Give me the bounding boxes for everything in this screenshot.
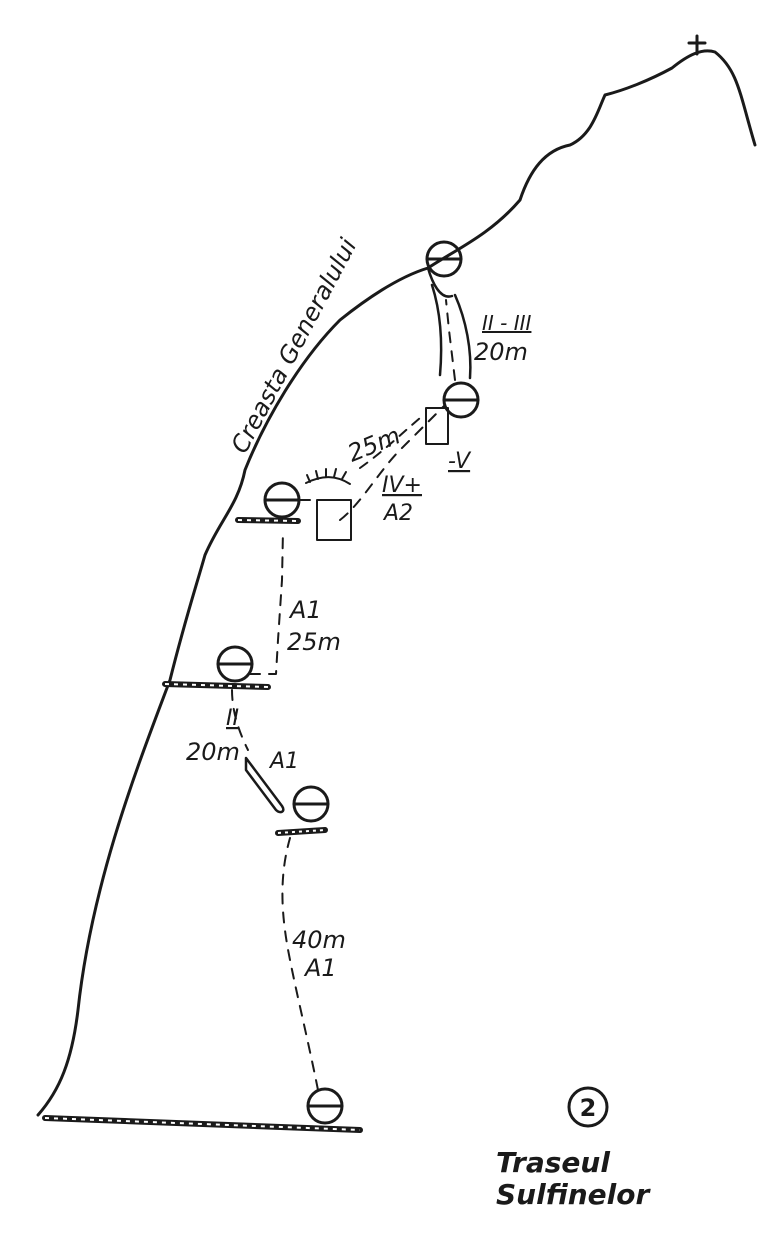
route-name-line-2: Sulfinelor bbox=[496, 1178, 651, 1211]
pitch-2-length: 20m bbox=[186, 738, 240, 766]
pitch-2-grade-free: II bbox=[226, 706, 239, 731]
belay-station-icon bbox=[263, 481, 301, 519]
route-pitch-4 bbox=[299, 404, 446, 521]
route-pitch-2 bbox=[231, 689, 249, 751]
cross-icon bbox=[687, 34, 707, 56]
route-pitch-4-traverse bbox=[359, 417, 421, 469]
pitch-5-length: 20m bbox=[474, 338, 528, 366]
route-name-line-1: Traseul bbox=[496, 1146, 610, 1179]
pitch-1-grade: A1 bbox=[303, 954, 337, 982]
pitch-3-length: 25m bbox=[287, 628, 341, 656]
pitch-1-length: 40m bbox=[292, 926, 346, 954]
gully-wall-right bbox=[453, 293, 472, 380]
pitch-4-grade-aid: A2 bbox=[382, 501, 413, 526]
belay-station-icon bbox=[306, 1087, 344, 1125]
roof-feature bbox=[305, 468, 351, 485]
pitch-2-grade-aid: A1 bbox=[268, 749, 299, 774]
route-number: 2 bbox=[580, 1094, 597, 1122]
ledge-3 bbox=[275, 827, 328, 836]
ledge-base bbox=[42, 1115, 363, 1133]
crack-feature bbox=[244, 756, 285, 814]
gully-wall-left bbox=[430, 283, 443, 377]
route-pitch-1 bbox=[281, 837, 319, 1091]
pitch-3-grade: A1 bbox=[288, 596, 322, 624]
ledge-1 bbox=[235, 517, 301, 524]
route-pitch-3 bbox=[249, 529, 284, 675]
pitch-5-grade: II - III bbox=[482, 311, 532, 335]
pitch-4-grade-free: IV+ bbox=[382, 473, 422, 498]
pitch-4-crux: -V bbox=[448, 449, 472, 474]
belay-station-icon bbox=[292, 785, 330, 823]
ledge-2 bbox=[162, 681, 271, 690]
belay-station-icon bbox=[425, 240, 463, 278]
pitch-4-length: 25m bbox=[344, 421, 404, 467]
ridge-label: Creasta Generalului bbox=[226, 234, 363, 458]
gully-top bbox=[426, 266, 454, 298]
block-feature-2 bbox=[425, 407, 449, 445]
route-pitch-5 bbox=[445, 299, 456, 381]
route-number-badge: 2 bbox=[567, 1086, 609, 1128]
block-feature-1 bbox=[316, 499, 352, 541]
cliff-outline bbox=[36, 49, 757, 1117]
belay-station-icon bbox=[442, 381, 480, 419]
belay-station-icon bbox=[216, 645, 254, 683]
